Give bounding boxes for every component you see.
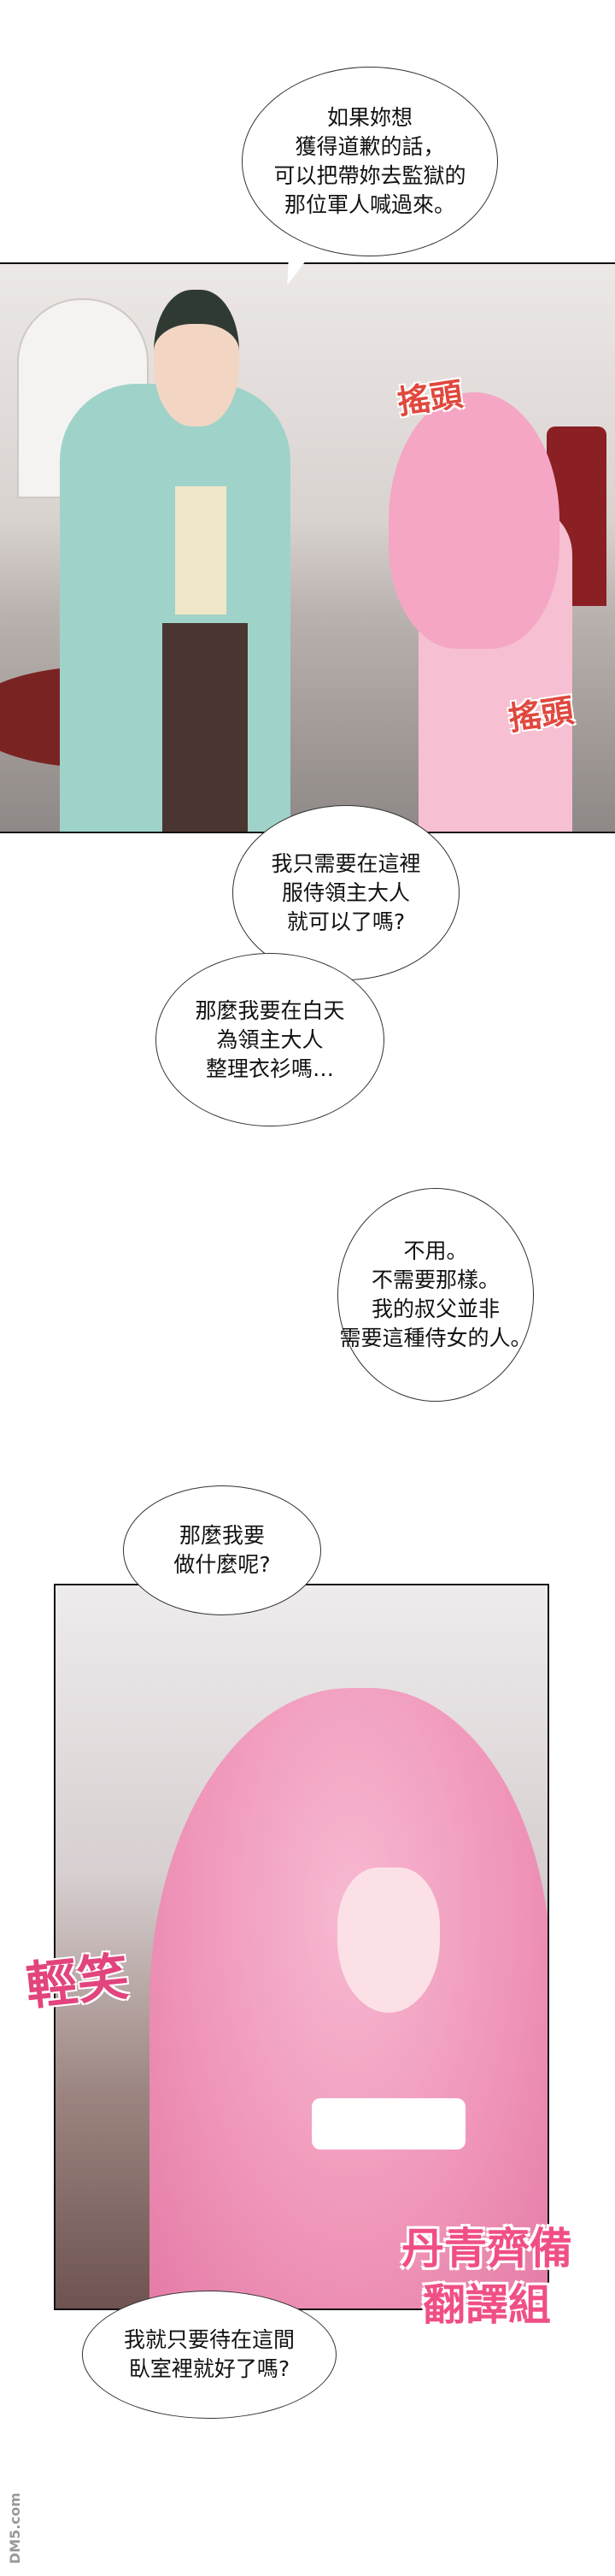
man-vest (175, 486, 226, 615)
girl-hair (389, 392, 559, 649)
bubble-text: 那麼我要在白天 為領主大人 整理衣衫嗎… (195, 997, 345, 1081)
bubble-text: 我只需要在這裡 服侍領主大人 就可以了嗎? (271, 850, 421, 934)
speech-bubble: 不用。 不需要那樣。 我的叔父並非 需要這種侍女的人。 (337, 1188, 534, 1402)
bubble-text: 如果妳想 獲得道歉的話， 可以把帶妳去監獄的 那位軍人喊過來。 (273, 105, 466, 217)
speech-bubble: 我只需要在這裡 服侍領主大人 就可以了嗎? (232, 805, 460, 980)
man-trousers (162, 623, 248, 832)
credit-line: 丹青齊備 (401, 2224, 572, 2273)
speech-bubble: 那麼我要在白天 為領主大人 整理衣衫嗎… (155, 953, 384, 1126)
speech-bubble: 我就只要待在這間 臥室裡就好了嗎? (82, 2291, 337, 2419)
bubble-text: 那麼我要 做什麼呢? (173, 1523, 271, 1577)
girl-face (337, 1867, 440, 2013)
site-watermark: DM5.com (7, 2492, 23, 2564)
sfx-head-shake: 搖頭 (506, 691, 577, 738)
man-head (154, 290, 239, 426)
speech-bubble: 如果妳想 獲得道歉的話， 可以把帶妳去監獄的 那位軍人喊過來。 (242, 67, 498, 256)
speech-bubble: 那麼我要 做什麼呢? (123, 1485, 321, 1615)
panel-room-scene (0, 262, 615, 833)
girl-hair-closeup (149, 1688, 548, 2308)
credit-line: 翻譯組 (423, 2280, 551, 2330)
translation-group-credit: 丹青齊備 翻譯組 (384, 2220, 589, 2333)
sfx-head-shake: 搖頭 (395, 374, 466, 422)
panel-girl-closeup (54, 1584, 549, 2310)
bubble-text: 我就只要待在這間 臥室裡就好了嗎? (123, 2327, 295, 2381)
dress-collar (312, 2098, 466, 2150)
sfx-chuckle: 輕笑 (23, 1946, 132, 2018)
bubble-text: 不用。 不需要那樣。 我的叔父並非 需要這種侍女的人。 (339, 1238, 532, 1350)
